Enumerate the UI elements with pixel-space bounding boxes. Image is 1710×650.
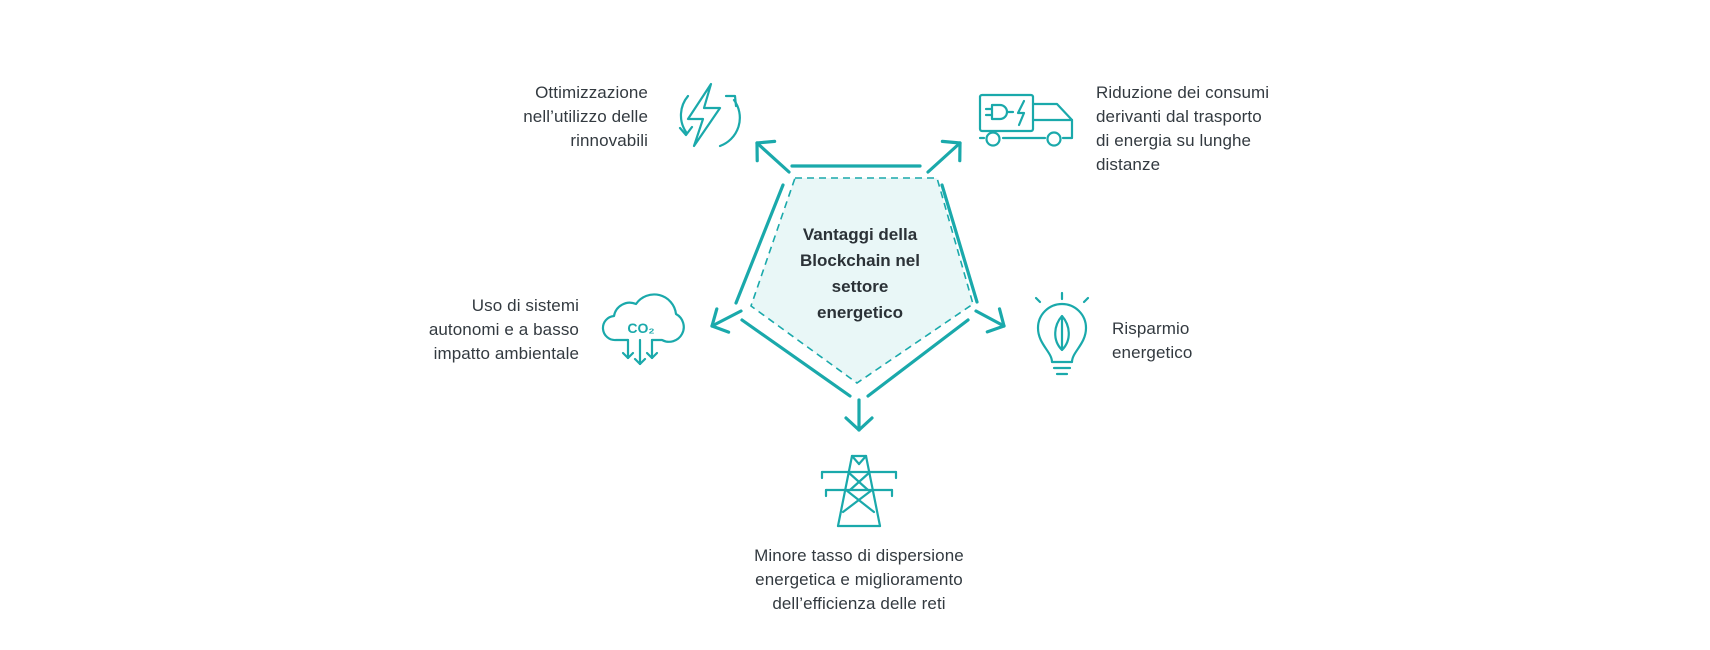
lightning-recycle-icon xyxy=(678,82,741,148)
arrow-grid xyxy=(844,398,874,432)
arrow-saving xyxy=(974,307,1012,340)
inner-pentagon xyxy=(750,177,974,384)
co2-cloud-icon: CO₂ xyxy=(601,293,685,366)
benefit-label-transport: Riduzione dei consumi derivanti dal tras… xyxy=(1096,83,1270,174)
power-pylon-icon xyxy=(820,454,898,528)
electric-truck-icon xyxy=(978,93,1074,147)
lightbulb-leaf-icon xyxy=(1034,291,1090,376)
diagram-center-title: Vantaggi della Blockchain nel settore en… xyxy=(800,225,920,322)
arrow-renewables xyxy=(746,131,791,174)
outer-pentagon xyxy=(734,164,979,398)
benefit-label-grid: Minore tasso di dispersione energetica e… xyxy=(754,546,964,613)
arrow-transport xyxy=(926,131,971,174)
arrow-autonomous xyxy=(704,307,743,340)
benefit-label-renewables: Ottimizzazione nell’utilizzo delle rinno… xyxy=(523,83,648,150)
benefit-label-autonomous: Uso di sistemi autonomi e a basso impatt… xyxy=(428,296,579,363)
benefit-label-saving: Risparmio energetico xyxy=(1112,319,1193,362)
co2-text: CO₂ xyxy=(627,320,654,336)
